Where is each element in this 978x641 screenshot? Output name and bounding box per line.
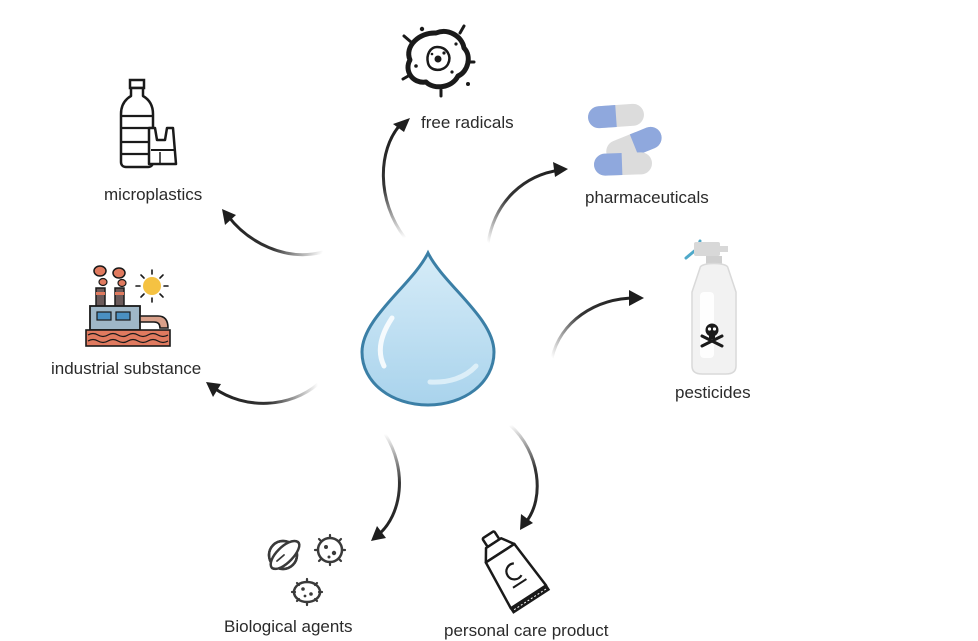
pills-icon bbox=[588, 103, 662, 176]
arrow-to-microplastics bbox=[222, 209, 324, 257]
arrow-to-free-radicals bbox=[381, 118, 410, 239]
label-pesticides: pesticides bbox=[675, 383, 751, 402]
plastic-bottle-bag-icon bbox=[119, 78, 178, 169]
label-biological-agents: Biological agents bbox=[224, 617, 353, 636]
arrow-to-industrial-substance bbox=[206, 382, 319, 405]
water-drop-icon bbox=[360, 249, 496, 407]
cream-tube-icon bbox=[481, 530, 551, 614]
label-pharmaceuticals: pharmaceuticals bbox=[585, 188, 709, 207]
free-radical-icon bbox=[401, 24, 476, 98]
label-personal-care-product: personal care product bbox=[444, 621, 609, 640]
pesticide-spray-bottle-icon bbox=[684, 239, 737, 375]
factory-icon bbox=[85, 265, 171, 347]
label-microplastics: microplastics bbox=[104, 185, 203, 204]
arrow-to-pesticides bbox=[550, 290, 644, 359]
label-free-radicals: free radicals bbox=[421, 113, 514, 132]
arrow-to-personal-care-product bbox=[508, 423, 539, 530]
label-industrial-substance: industrial substance bbox=[51, 359, 202, 378]
arrow-to-biological-agents bbox=[371, 433, 401, 541]
arrow-to-pharmaceuticals bbox=[486, 162, 568, 244]
bacteria-icon bbox=[267, 533, 347, 607]
